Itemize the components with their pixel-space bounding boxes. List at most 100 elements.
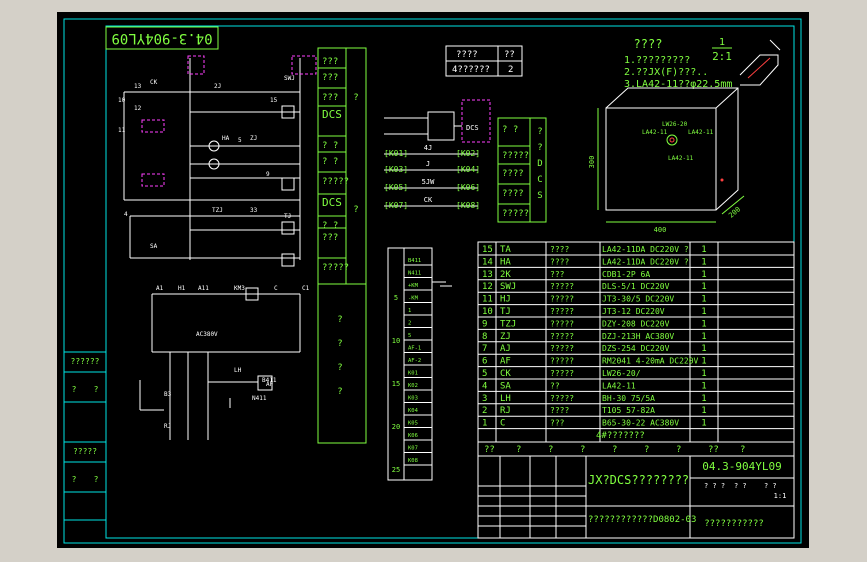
bom-name: ???	[550, 419, 565, 428]
bom-model: BH-30 75/5A	[602, 394, 655, 403]
bom-header-cell: ??	[484, 445, 495, 455]
dcs-contact: CK	[424, 196, 433, 204]
bom-no: 8	[482, 332, 487, 342]
bom-code: LH	[500, 394, 511, 404]
dcs-terminal: [K03]	[384, 165, 408, 174]
small-table-cell: 4??????	[452, 65, 490, 75]
middle-table-vertical: S	[537, 191, 542, 201]
bom-code: TJ	[500, 307, 511, 317]
dcs-terminals: DCS[K01][K02][K03][K04][K05][K06][K07][K…	[384, 124, 480, 210]
small-table-cell: ????	[456, 50, 478, 60]
bom-name: ?????	[550, 344, 574, 353]
scale-denominator: 2:1	[712, 50, 732, 63]
bom-qty: 1	[701, 394, 706, 404]
detail-sketch	[739, 39, 781, 86]
bom-name: ?????	[550, 282, 574, 291]
bom-qty: 1	[701, 406, 706, 416]
bom-model: LA42-11	[602, 381, 636, 390]
bom-no: 15	[482, 245, 493, 255]
bom-header-cell: ?	[740, 445, 745, 455]
bom-code: AF	[500, 357, 511, 367]
terminal-label: -KM	[408, 296, 419, 302]
middle-table-cell: ? ?	[502, 125, 518, 135]
left-margin-label: ??????	[71, 357, 100, 366]
bom-qty: 1	[701, 357, 706, 367]
note-line: 3.LA42-11??φ22.5mm	[624, 79, 732, 90]
bom-no: 12	[482, 282, 493, 292]
middle-table	[497, 117, 547, 223]
circuit-label: 5	[238, 137, 242, 144]
bom-model: LA42-11DA DC220V ?	[602, 257, 689, 266]
middle-table-cell: ?????	[502, 151, 529, 161]
bom-name: ?????	[550, 369, 574, 378]
circuit-label: H1	[178, 285, 186, 292]
bom-no: 3	[482, 394, 487, 404]
terminal-strip-labels: B411N411+KM-KM125AF-1AF-2K01K02K03K04K05…	[392, 258, 432, 474]
circuit-label: SWJ	[284, 75, 295, 82]
circuit-label: 11	[118, 127, 126, 134]
bom-qty: 1	[701, 257, 706, 267]
enclosure-button-label: LA42-11	[668, 155, 694, 162]
bom-no: 1	[482, 419, 487, 429]
bom-qty: 1	[701, 319, 706, 329]
terminal-strip	[387, 247, 433, 481]
terminal-label: AF-1	[408, 346, 421, 352]
bom-no: 7	[482, 344, 487, 354]
scale-numerator: 1	[719, 37, 725, 48]
side-table-cell: ? ?	[322, 221, 338, 231]
side-table-cell: ?????	[322, 263, 349, 273]
title-block-company: ???????????	[704, 519, 764, 529]
bom-no: 2	[482, 406, 487, 416]
dcs-terminal: [K08]	[456, 201, 480, 210]
bom-code: 2K	[500, 270, 511, 280]
side-table-mark: ?	[353, 93, 358, 103]
side-table-cell: ???	[322, 233, 338, 243]
side-table-cell: ???	[322, 57, 338, 67]
note-line: 2.??JX(F)???..	[624, 67, 708, 78]
title-block-field: ? ?	[764, 482, 777, 490]
bom-qty: 1	[701, 332, 706, 342]
terminal-number: 20	[392, 423, 400, 431]
left-margin-label: ?	[94, 385, 99, 394]
dcs-terminal: [K02]	[456, 149, 480, 158]
dcs-terminal: [K01]	[384, 149, 408, 158]
circuit-label: C	[274, 285, 278, 292]
bom-qty: 1	[701, 295, 706, 305]
bom-code: TZJ	[500, 319, 516, 329]
dcs-terminal: [K07]	[384, 201, 408, 210]
circuit-label: AC380V	[196, 331, 218, 338]
middle-table-vertical: ?	[537, 127, 542, 137]
circuit-label: AF	[266, 381, 274, 388]
circuit-label: B411	[262, 377, 277, 384]
circuit-label: C1	[302, 285, 310, 292]
dcs-terminal: [K04]	[456, 165, 480, 174]
terminal-label: K07	[408, 446, 418, 452]
middle-table-rows: ? ?????????????????????DCS	[498, 125, 543, 219]
terminal-label: K08	[408, 458, 418, 464]
terminal-label: N411	[408, 271, 421, 277]
upper-side-table-rows: ?????????DCS? ?? ??????DCS? ????????????…	[318, 57, 359, 397]
bom-header-cell: ?	[548, 445, 553, 455]
bom-model: DZS-254 DC220V	[602, 344, 670, 353]
bom-no: 14	[482, 257, 493, 267]
side-table-lower-mark: ?	[337, 363, 342, 373]
bom-name: ????	[550, 257, 569, 266]
circuit-label: LH	[234, 367, 242, 374]
bom-name: ?????	[550, 394, 574, 403]
outer-frame	[63, 18, 802, 544]
dcs-label: DCS	[466, 124, 479, 132]
dcs-contact: 4J	[424, 144, 432, 152]
small-table-cell: 2	[508, 65, 513, 75]
side-table-lower-mark: ?	[337, 387, 342, 397]
side-table-cell: ???	[322, 93, 338, 103]
title-block-field: ? ?	[734, 482, 747, 490]
bom-model: LW26-20/	[602, 369, 641, 378]
bom-header-cell: ?	[644, 445, 649, 455]
title-block-text: JX?DCS????????04.3-904YL091:1???????????…	[588, 460, 786, 529]
circuit-label: 4	[124, 211, 128, 218]
circuit-label: RJ	[164, 423, 171, 430]
terminal-label: 2	[408, 321, 411, 327]
bom-code: AJ	[500, 344, 511, 354]
